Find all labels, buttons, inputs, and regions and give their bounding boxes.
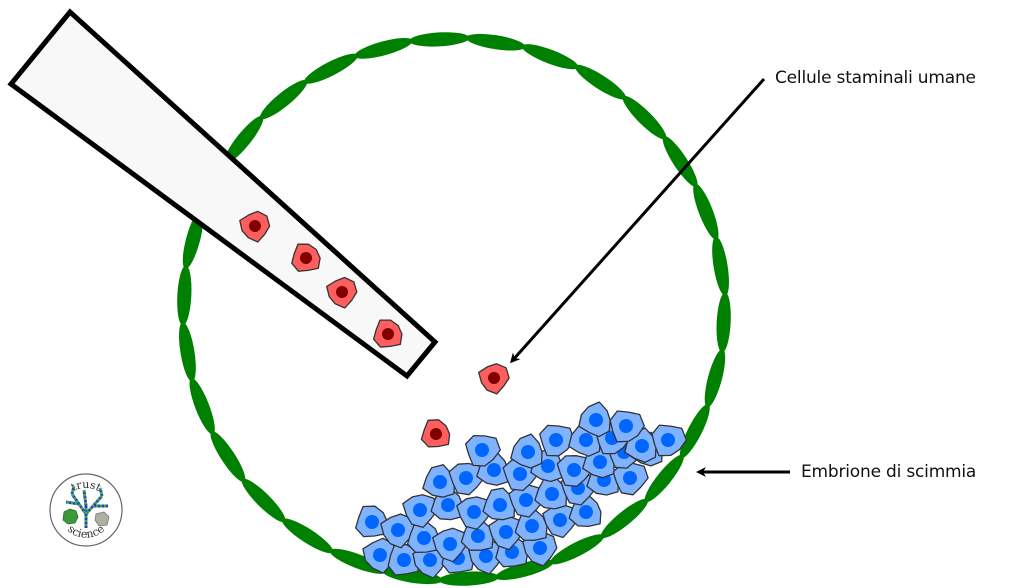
monkey-cell <box>609 410 645 443</box>
monkey-cell <box>508 484 545 518</box>
membrane-cell <box>716 292 731 353</box>
trust-science-logo: trust science <box>49 473 123 547</box>
membrane-cell <box>409 32 470 47</box>
monkey-cell <box>534 476 568 510</box>
stem-cells-arrow <box>510 78 766 364</box>
membrane-cell <box>354 38 413 59</box>
membrane-cell <box>189 378 215 435</box>
monkey-cell <box>556 455 593 487</box>
membrane-cell <box>465 33 526 51</box>
membrane-cell <box>693 183 719 240</box>
membrane-cell <box>712 236 729 296</box>
human-stem-cells <box>239 210 510 448</box>
human-cell-in-pipette <box>239 210 271 243</box>
monkey-cell <box>651 424 687 457</box>
membrane-cell <box>303 53 358 84</box>
logo-grey-cell-icon <box>94 511 110 527</box>
human-cell-in-pipette <box>326 276 358 309</box>
membrane-cell <box>241 478 286 523</box>
membrane-cell <box>224 115 264 164</box>
human-cell-injected <box>478 363 510 395</box>
monkey-cell <box>612 462 649 496</box>
monkey-cell <box>510 433 543 469</box>
membrane-cell <box>438 571 499 586</box>
monkey-embryo-cells <box>355 401 687 579</box>
monkey-cell <box>542 503 579 539</box>
monkey-cell <box>387 543 421 576</box>
human-cell-injected <box>420 419 451 448</box>
monkey-cell <box>456 496 493 530</box>
membrane-cell <box>182 210 204 269</box>
logo-bottom-text: science <box>65 522 107 541</box>
membrane-cell <box>281 518 333 554</box>
human-cell-in-pipette <box>291 243 321 272</box>
membrane-cell <box>662 136 698 187</box>
monkey-cell <box>539 424 576 457</box>
membrane-cell <box>210 431 246 482</box>
membrane-cell <box>522 44 579 70</box>
membrane-cell <box>575 64 627 100</box>
micropipette <box>7 8 439 380</box>
human-cell-in-pipette <box>372 319 403 348</box>
monkey-cell <box>464 434 501 467</box>
membrane-cell <box>600 498 649 539</box>
monkey-cell <box>514 508 548 541</box>
monkey-cell <box>355 505 389 538</box>
embryo-label: Embrione di scimmia <box>801 462 977 482</box>
svg-text:science: science <box>65 522 107 541</box>
monkey-cell <box>578 401 611 438</box>
logo-green-cell-icon <box>62 508 79 525</box>
logo-top-text: trust <box>69 478 104 494</box>
membrane-cell <box>704 349 726 408</box>
monkey-cell <box>488 515 524 551</box>
membrane-cell <box>179 322 196 382</box>
membrane-cell <box>644 454 684 503</box>
monkey-cell <box>402 494 439 529</box>
membrane-cell <box>679 404 710 458</box>
monkey-cell <box>406 521 440 554</box>
pipette-body <box>7 8 439 380</box>
membrane-cell <box>259 79 308 120</box>
logo-tree-icon <box>65 485 108 528</box>
membrane-cell <box>550 534 605 565</box>
monkey-cell <box>482 487 516 521</box>
svg-text:trust: trust <box>69 478 104 494</box>
membrane-cell <box>622 95 667 140</box>
stem-cells-label: Cellule staminali umane <box>775 68 976 88</box>
monkey-cell <box>422 464 455 498</box>
monkey-cell <box>380 513 416 549</box>
monkey-cell <box>432 527 468 563</box>
membrane-cell <box>177 265 192 326</box>
